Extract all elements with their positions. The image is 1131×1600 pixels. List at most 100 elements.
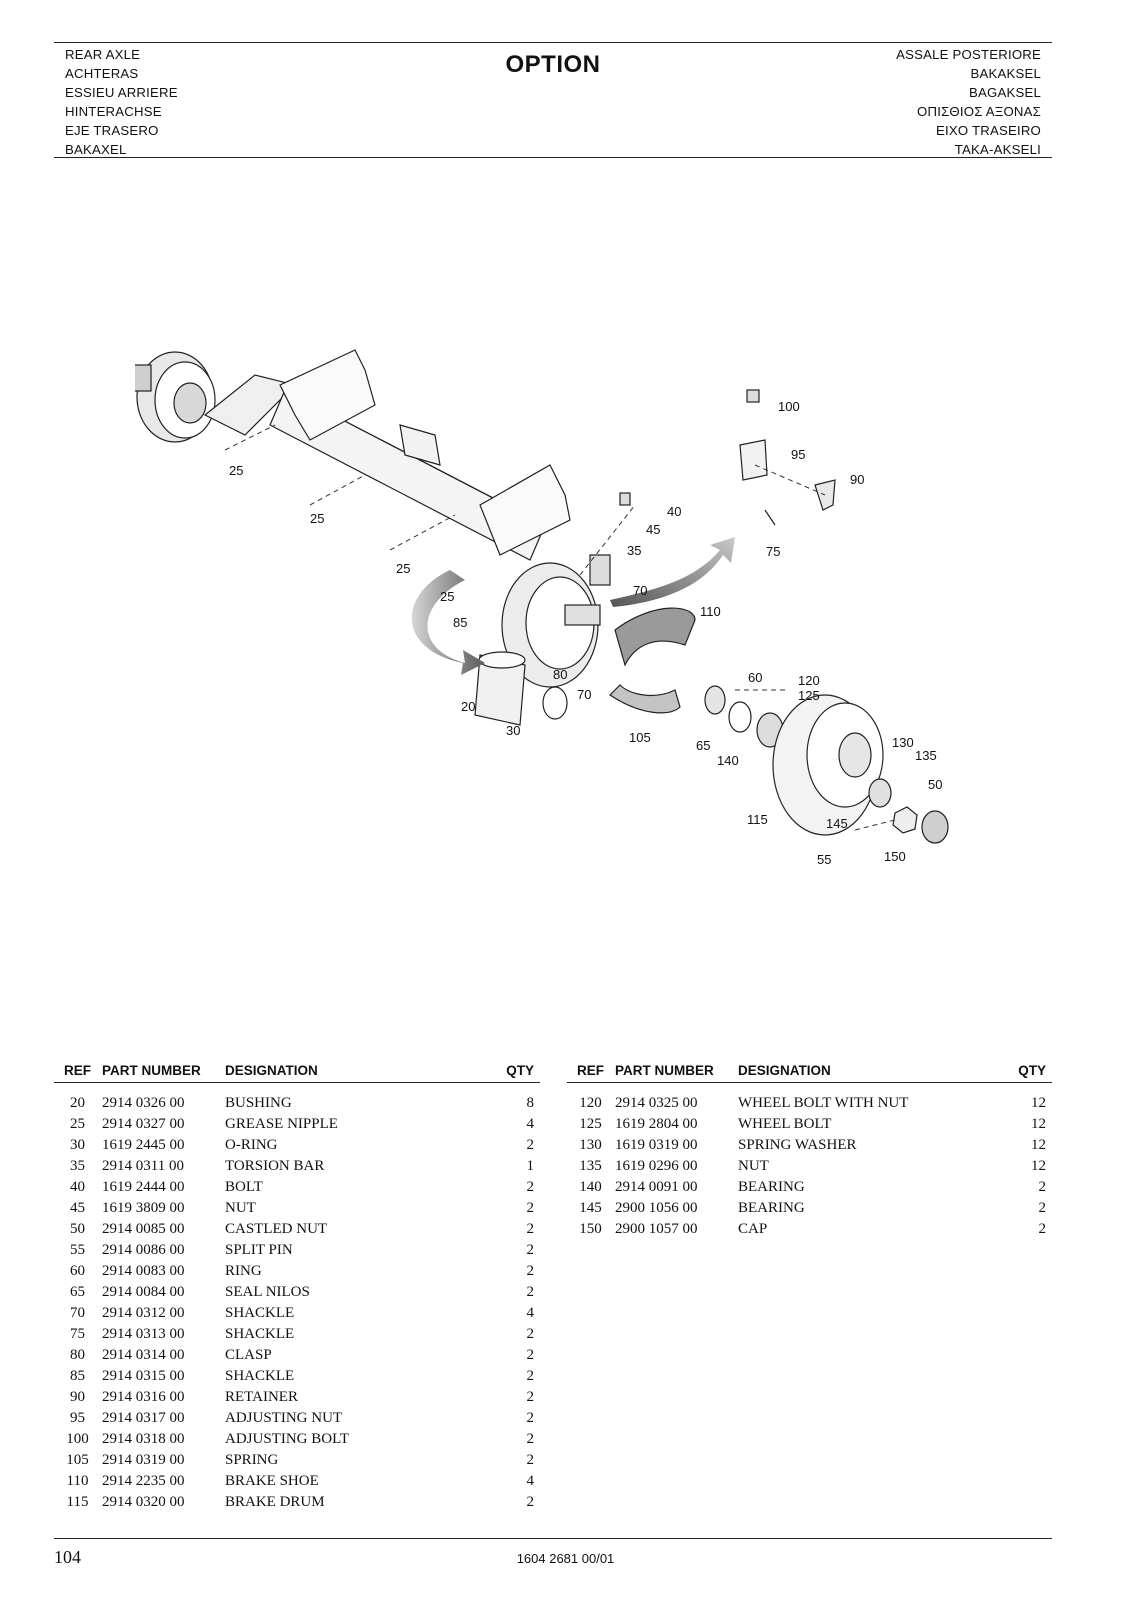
part-number-cell: 2914 0086 00 (102, 1242, 185, 1258)
part-number-cell: 2914 0325 00 (615, 1095, 698, 1111)
designation-cell: GREASE NIPPLE (225, 1116, 338, 1132)
designation-cell: SHACKLE (225, 1305, 295, 1321)
ref-cell: 110 (66, 1473, 89, 1489)
page-number: 104 (54, 1547, 81, 1567)
callout-label: 25 (310, 511, 324, 526)
part-number-cell: 2914 0316 00 (102, 1389, 185, 1405)
ref-cell: 130 (579, 1137, 602, 1153)
callout-label: 140 (717, 753, 739, 768)
designation-cell: O-RING (225, 1137, 278, 1153)
header-left-line: ESSIEU ARRIERE (65, 85, 178, 101)
assembly-leader-lines (224, 424, 896, 831)
center-clamp (399, 424, 441, 466)
callout-label: 30 (506, 723, 520, 738)
designation-cell: SPLIT PIN (225, 1242, 293, 1258)
callout-label: 150 (884, 849, 906, 864)
ref-cell: 55 (70, 1242, 85, 1258)
ref-cell: 145 (579, 1200, 602, 1216)
header-right-line: BAGAKSEL (969, 85, 1041, 101)
ref-cell: 100 (66, 1431, 89, 1447)
ring-part (704, 685, 726, 715)
right-brake-drum (772, 694, 884, 836)
right-brake-backplate (501, 554, 611, 688)
designation-cell: NUT (738, 1158, 769, 1174)
ref-cell: 50 (70, 1221, 85, 1237)
seal-part (728, 701, 752, 733)
rotation-arrow-right (610, 537, 735, 607)
callout-label: 45 (646, 522, 660, 537)
callout-label: 80 (553, 667, 567, 682)
part-number-cell: 2914 0314 00 (102, 1347, 185, 1363)
qty-cell: 1 (526, 1158, 535, 1174)
qty-cell: 2 (1038, 1179, 1047, 1195)
cap-part (921, 810, 949, 844)
col-header-designation: DESIGNATION (225, 1058, 495, 1083)
header-left-line: REAR AXLE (65, 47, 141, 62)
designation-cell: BRAKE SHOE (225, 1473, 319, 1489)
brake-shoe-lower (609, 684, 681, 714)
designation-cell: BOLT (225, 1179, 263, 1195)
ref-cell: 20 (70, 1095, 85, 1111)
col-header-part-number: PART NUMBER (614, 1058, 738, 1083)
part-number-cell: 2914 0315 00 (102, 1368, 185, 1384)
part-number-cell: 2914 0084 00 (102, 1284, 185, 1300)
page-header: REAR AXLE ACHTERAS ESSIEU ARRIERE HINTER… (54, 42, 1052, 158)
designation-cell: BUSHING (225, 1095, 292, 1111)
col-header-part-number: PART NUMBER (101, 1058, 225, 1083)
qty-cell: 2 (526, 1326, 535, 1342)
designation-cell: SPRING (225, 1452, 279, 1468)
part-number-cell: 1619 3809 00 (102, 1200, 185, 1216)
col-header-ref: REF (567, 1058, 614, 1083)
designation-cell: BRAKE DRUM (225, 1494, 325, 1510)
left-brake-drum (135, 351, 216, 443)
callout-label: 120 (798, 673, 820, 688)
header-languages-left: REAR AXLE ACHTERAS ESSIEU ARRIERE HINTER… (65, 45, 178, 160)
spacer-cell (567, 1083, 1052, 1094)
part-number-cell: 2914 0311 00 (102, 1158, 184, 1174)
header-right-line: ASSALE POSTERIORE (896, 47, 1041, 62)
designation-cell: TORSION BAR (225, 1158, 325, 1174)
qty-cell: 2 (526, 1431, 535, 1447)
qty-cell: 2 (526, 1221, 535, 1237)
part-number-cell: 1619 0296 00 (615, 1158, 698, 1174)
footer-rule (54, 1538, 1052, 1539)
part-number-cell: 2914 0326 00 (102, 1095, 185, 1111)
ref-cell: 120 (579, 1095, 602, 1111)
part-number-cell: 1619 0319 00 (615, 1137, 698, 1153)
ref-cell: 45 (70, 1200, 85, 1216)
callout-label: 70 (633, 583, 647, 598)
callout-label: 25 (396, 561, 410, 576)
ref-cell: 95 (70, 1410, 85, 1426)
header-left-line: BAKAXEL (65, 142, 127, 158)
table-header-row: REF PART NUMBER DESIGNATION QTY (567, 1058, 1052, 1083)
callout-label: 90 (850, 472, 864, 487)
outer-bearing-part (868, 778, 892, 808)
callout-label: 50 (928, 777, 942, 792)
part-number-cell: 2914 0319 00 (102, 1452, 185, 1468)
designation-cell: SHACKLE (225, 1326, 295, 1342)
ref-cell: 115 (66, 1494, 89, 1510)
ref-cell: 135 (579, 1158, 602, 1174)
callout-label: 145 (826, 816, 848, 831)
designation-cell: ADJUSTING NUT (225, 1410, 343, 1426)
qty-cell: 2 (526, 1410, 535, 1426)
adjusting-nut-part (739, 439, 768, 481)
qty-cell: 2 (1038, 1200, 1047, 1216)
spring-part (764, 509, 776, 526)
qty-cell: 4 (526, 1305, 535, 1321)
designation-cell: RING (225, 1263, 262, 1279)
callout-label: 125 (798, 688, 820, 703)
qty-cell: 2 (526, 1263, 535, 1279)
